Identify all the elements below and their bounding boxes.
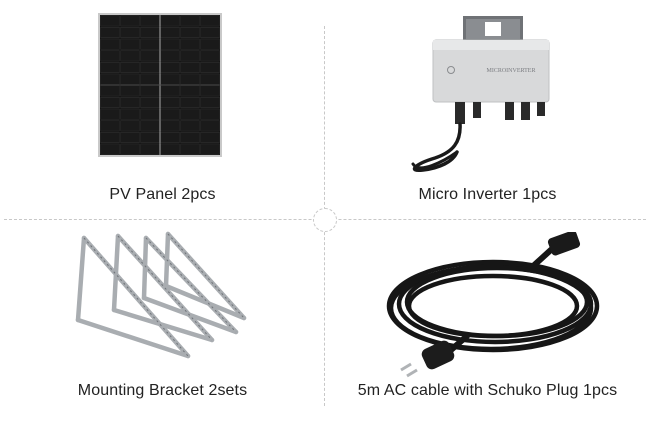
item-mounting-bracket: Mounting Bracket 2sets — [0, 214, 325, 427]
caption-ac-cable: 5m AC cable with Schuko Plug 1pcs — [357, 382, 618, 399]
item-ac-cable: 5m AC cable with Schuko Plug 1pcs — [325, 214, 650, 427]
caption-pv-panel: PV Panel 2pcs — [109, 186, 216, 203]
ac-cable-icon — [386, 232, 600, 378]
item-pv-panel: PV Panel 2pcs — [0, 0, 325, 213]
center-divider-circle — [313, 208, 337, 232]
item-micro-inverter: MICROINVERTER Micro Inverter 1pcs — [325, 0, 650, 213]
pv-panel-icon — [98, 13, 222, 157]
mounting-bracket-icon — [75, 231, 247, 359]
caption-micro-inverter: Micro Inverter 1pcs — [418, 186, 557, 203]
inverter-label: MICROINVERTER — [487, 68, 536, 74]
caption-mounting-bracket: Mounting Bracket 2sets — [77, 382, 248, 399]
micro-inverter-icon: MICROINVERTER — [411, 16, 550, 173]
